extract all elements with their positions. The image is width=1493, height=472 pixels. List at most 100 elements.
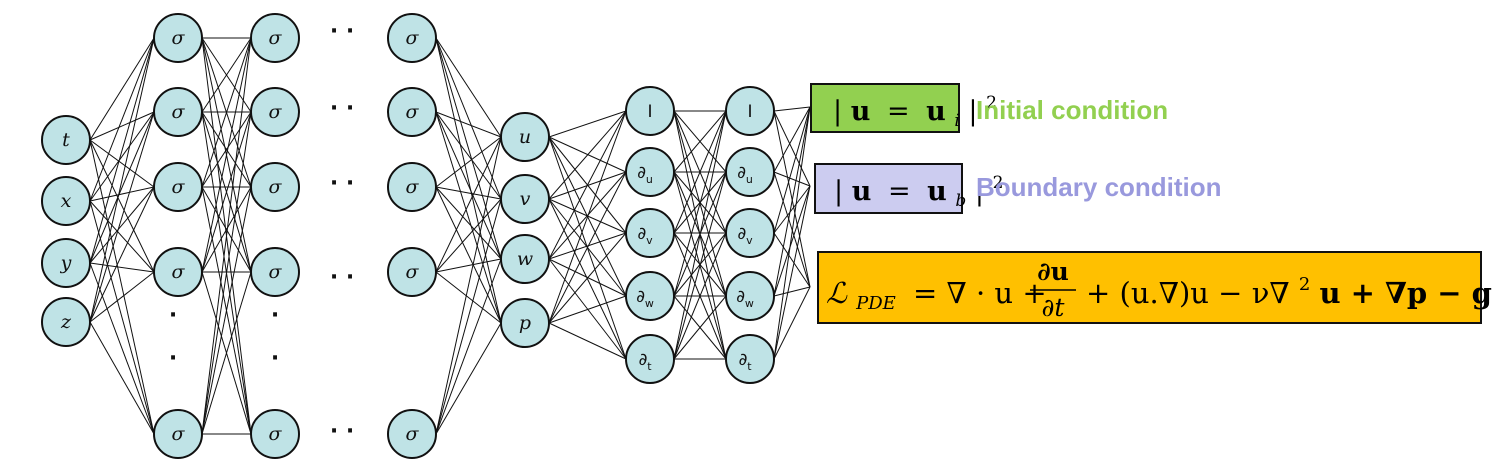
pde-residual-box (817, 251, 1482, 324)
connection-derivative2-loss (773, 106, 811, 112)
output-node-u (500, 112, 550, 162)
connection-input-hidden1 (89, 262, 155, 435)
connection-derivative1-derivative2 (673, 110, 727, 234)
hidden1-node-1 (153, 87, 203, 137)
hidden1-node-4-label: σ (172, 423, 186, 445)
initial-condition-equation: | u = u i | 2 (833, 93, 997, 133)
output-node-v-label: v (520, 188, 531, 210)
derivative1-node-2 (625, 208, 675, 258)
connection-input-hidden1 (89, 186, 155, 323)
vertical-ellipsis-h1-1: · (169, 346, 177, 371)
vertical-ellipsis-h2-0: · (271, 303, 279, 328)
connection-hidden1-hidden2 (201, 37, 252, 113)
hidden1-node-2-label: σ (172, 176, 186, 198)
initial-condition-label: Initial condition (976, 95, 1168, 125)
connection-hidden1-hidden2 (201, 37, 252, 273)
hidden3-node-3-label: σ (406, 261, 420, 283)
derivative2-node-3 (725, 271, 775, 321)
connection-derivative2-loss (773, 185, 811, 297)
connection-derivative2-loss (773, 106, 811, 173)
output-node-p-label: p (519, 312, 531, 334)
boundary-condition-label: Boundary condition (976, 172, 1222, 202)
connection-hidden3-output (435, 111, 502, 260)
connection-input-hidden1 (89, 111, 155, 323)
network-connections (89, 37, 811, 435)
connection-derivative1-derivative2 (673, 110, 727, 173)
hidden3-node-2 (387, 162, 437, 212)
input-node-z (41, 297, 91, 347)
horizontal-ellipsis-3: · · (330, 265, 354, 290)
connection-hidden3-output (435, 186, 502, 200)
connection-derivative2-loss (773, 232, 811, 288)
connection-input-hidden1 (89, 321, 155, 435)
derivative2-node-4 (725, 334, 775, 384)
connection-input-hidden1 (89, 139, 155, 188)
network-nodes: txyzσσσσσσσσσσσσσσσuvwpI∂u∂v∂w∂tI∂u∂v∂w∂… (41, 13, 775, 459)
connection-derivative1-derivative2 (673, 110, 727, 297)
connection-input-hidden1 (89, 139, 155, 435)
hidden1-node-3-label: σ (172, 261, 186, 283)
derivative1-node-1 (625, 147, 675, 197)
hidden2-node-3 (250, 247, 300, 297)
connection-input-hidden1 (89, 139, 155, 273)
connection-input-hidden1 (89, 37, 155, 141)
connection-input-hidden1 (89, 111, 155, 264)
connection-hidden1-hidden2 (201, 37, 252, 188)
derivative1-node-3 (625, 271, 675, 321)
connection-input-hidden1 (89, 111, 155, 202)
connection-hidden3-output (435, 198, 502, 273)
hidden3-node-0 (387, 13, 437, 63)
hidden2-node-4-label: σ (269, 423, 283, 445)
connection-input-hidden1 (89, 271, 155, 323)
hidden1-node-2 (153, 162, 203, 212)
connection-derivative1-derivative2 (673, 110, 727, 360)
hidden1-node-0-label: σ (172, 27, 186, 49)
connection-hidden3-output (435, 37, 502, 200)
connection-hidden3-output (435, 111, 502, 138)
vertical-ellipsis-h1-0: · (169, 303, 177, 328)
connection-hidden1-hidden2 (201, 111, 252, 435)
connection-input-hidden1 (89, 37, 155, 323)
output-node-v (500, 174, 550, 224)
connection-derivative2-loss (773, 110, 811, 187)
hidden3-node-4-label: σ (406, 423, 420, 445)
boundary-condition-box (814, 163, 963, 214)
output-node-u-label: u (519, 126, 531, 148)
horizontal-ellipsis-0: · · (330, 19, 354, 44)
connection-hidden1-hidden2 (201, 186, 252, 435)
input-node-y (41, 238, 91, 288)
connection-derivative1-derivative2 (673, 171, 727, 360)
input-node-y-label: y (60, 252, 72, 274)
hidden1-node-1-label: σ (172, 101, 186, 123)
connection-hidden1-hidden2 (201, 111, 252, 273)
boundary-condition-loss: | u = u b | 2 Boundary condition (814, 163, 1222, 214)
connection-derivative2-loss (773, 185, 811, 234)
connection-output-derivative1 (548, 232, 627, 324)
derivative1-node-4 (625, 334, 675, 384)
connection-derivative1-derivative2 (673, 232, 727, 360)
connection-output-derivative1 (548, 110, 627, 138)
connection-derivative1-derivative2 (673, 295, 727, 360)
initial-condition-loss: | u = u i | 2 Initial condition (810, 83, 1168, 133)
connection-derivative2-loss (773, 286, 811, 360)
connection-input-hidden1 (89, 200, 155, 273)
input-node-t-label: t (62, 129, 70, 151)
connection-derivative2-loss (773, 106, 811, 234)
hidden2-node-1 (250, 87, 300, 137)
hidden3-node-3 (387, 247, 437, 297)
hidden2-node-0 (250, 13, 300, 63)
connection-derivative2-loss (773, 286, 811, 297)
connection-hidden1-hidden2 (201, 111, 252, 188)
pde-residual-lhs: ℒ PDE = ∇ · u + (826, 276, 1047, 316)
hidden1-node-3 (153, 247, 203, 297)
connection-input-hidden1 (89, 186, 155, 202)
connection-input-hidden1 (89, 111, 155, 141)
hidden3-node-1 (387, 87, 437, 137)
input-node-x (41, 176, 91, 226)
derivative2-node-0-label: I (747, 102, 752, 122)
derivative1-node-0 (625, 86, 675, 136)
connection-derivative2-loss (773, 106, 811, 360)
connection-output-derivative1 (548, 110, 627, 324)
output-node-w-label: w (517, 248, 533, 270)
